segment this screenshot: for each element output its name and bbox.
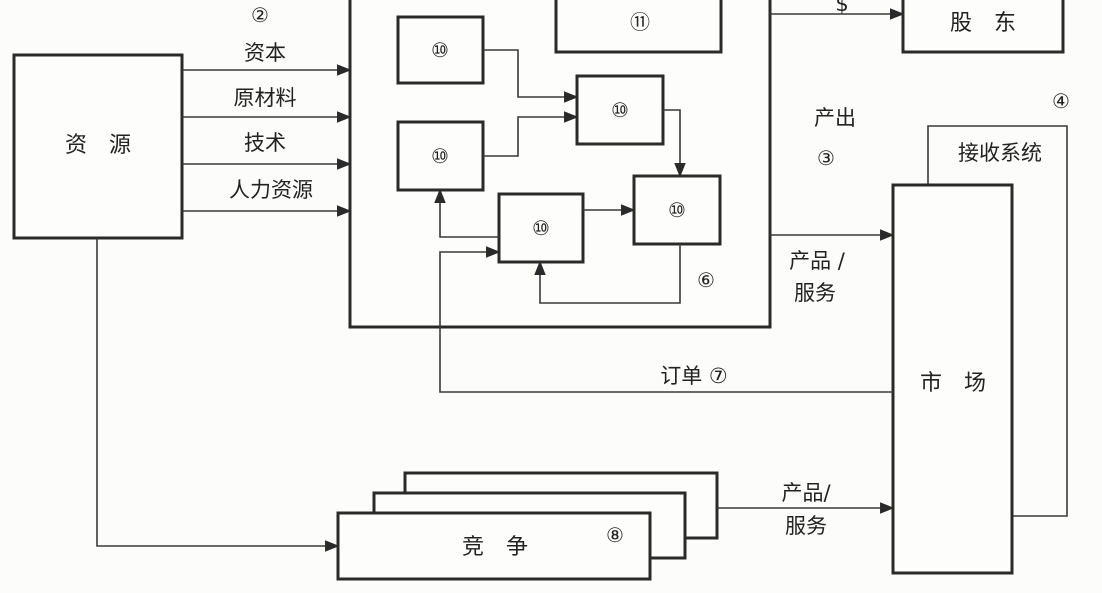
technology-label: 技术 (244, 131, 286, 155)
feedback-number: ⑥ (697, 268, 715, 292)
resources-label: 资 源 (65, 133, 131, 158)
unit-label-4: ⑩ (668, 198, 686, 222)
unit-box-2 (575, 74, 665, 146)
competition-box-front (336, 511, 652, 581)
receiver-system-outline (927, 125, 1068, 517)
unit3-to-unit2-arrow (483, 111, 579, 157)
product-service-label-2b: 服务 (785, 514, 827, 538)
unit-label-5: ⑩ (532, 216, 550, 240)
unit-box-3 (396, 120, 485, 192)
product-service-label-2a: 产品/ (781, 481, 831, 505)
unit2-to-unit4-arrow (663, 109, 686, 178)
feedback-loop-arrow (534, 244, 681, 304)
top-unit-box (554, 0, 723, 54)
shareholders-label: 股 东 (950, 11, 1016, 36)
inputs-number: ② (251, 3, 269, 27)
competition-number: ⑧ (606, 523, 624, 547)
unit-label-3: ⑩ (431, 144, 449, 168)
orders-label: 订单 ⑦ (660, 364, 728, 388)
materials-label: 原材料 (234, 86, 297, 110)
competition-label: 竞 争 (462, 535, 528, 560)
unit-box-4 (632, 174, 722, 246)
receiver-number: ④ (1052, 89, 1070, 113)
resources-box (12, 53, 184, 240)
market-box (891, 183, 1014, 575)
unit1-to-unit2-arrow (483, 49, 579, 103)
unit5-to-unit3-arrow (434, 188, 499, 238)
hr-label: 人力资源 (229, 178, 313, 202)
unit-label-2: ⑩ (611, 98, 629, 122)
market-label: 市 场 (920, 371, 986, 396)
capital-label: 资本 (244, 41, 286, 65)
unit-box-1 (396, 15, 485, 85)
output-label: 产出 (814, 106, 856, 130)
dollar-label: $ (835, 0, 848, 16)
product-service-label-1b: 服务 (794, 281, 836, 305)
orders-arrow (439, 246, 893, 393)
output-number: ③ (817, 146, 835, 170)
product-service-label-1a: 产品 / (789, 249, 846, 273)
top-unit-label: ⑪ (630, 10, 650, 34)
shareholders-box (901, 0, 1065, 54)
unit-label-1: ⑩ (431, 38, 449, 62)
receiver-label: 接收系统 (958, 141, 1042, 165)
resources-to-competition-arrow (96, 238, 340, 552)
